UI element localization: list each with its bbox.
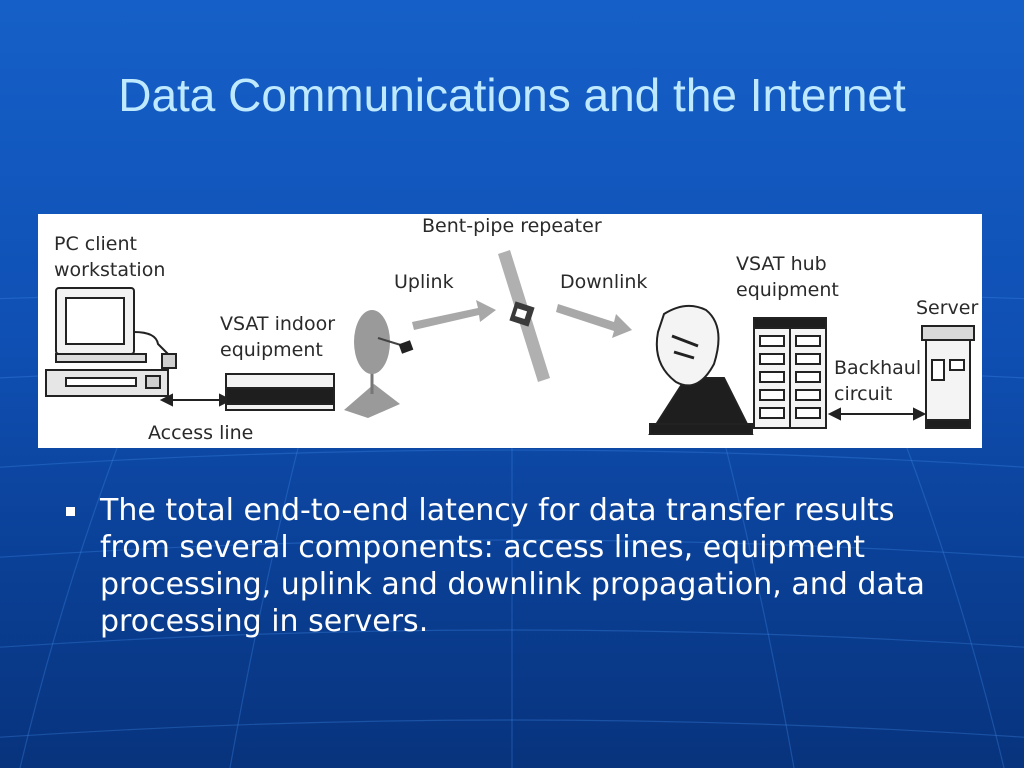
backhaul-arrow: [827, 407, 927, 421]
slide-title: Data Communications and the Internet: [118, 69, 906, 121]
workstation-label: workstation: [54, 259, 165, 281]
vsat-hub-label: VSAT hub: [736, 253, 827, 275]
backhaul-circuit-label: circuit: [834, 383, 892, 405]
vsat-indoor-unit-icon: [225, 373, 335, 411]
vsat-network-diagram: PC client workstation Access line VSAT i…: [38, 214, 982, 448]
server-icon: [921, 325, 975, 429]
backhaul-label: Backhaul: [834, 357, 921, 379]
square-bullet-icon: [66, 507, 75, 516]
access-line-arrow: [159, 393, 233, 407]
access-line-label: Access line: [148, 422, 253, 444]
downlink-arrow: [556, 304, 632, 338]
pc-workstation-icon: [45, 287, 177, 397]
satellite-icon: [498, 250, 550, 382]
server-label: Server: [916, 297, 978, 319]
diagram-canvas: PC client workstation Access line VSAT i…: [45, 215, 978, 444]
bullet-item: The total end-to-end latency for data tr…: [60, 492, 960, 640]
uplink-arrow: [412, 300, 496, 330]
pc-client-label: PC client: [54, 233, 137, 255]
hub-dish-icon: [648, 304, 754, 435]
downlink-label: Downlink: [560, 271, 647, 293]
vsat-dish-icon: [344, 310, 414, 418]
vsat-hub-equipment-label: equipment: [736, 279, 839, 301]
vsat-indoor-equipment-label: equipment: [220, 339, 323, 361]
uplink-label: Uplink: [394, 271, 454, 293]
vsat-indoor-label: VSAT indoor: [220, 313, 335, 335]
bullet-text: The total end-to-end latency for data tr…: [100, 493, 925, 639]
bullet-list: The total end-to-end latency for data tr…: [60, 492, 960, 640]
bent-pipe-repeater-label: Bent-pipe repeater: [422, 215, 602, 237]
hub-equipment-rack-icon: [753, 317, 827, 429]
